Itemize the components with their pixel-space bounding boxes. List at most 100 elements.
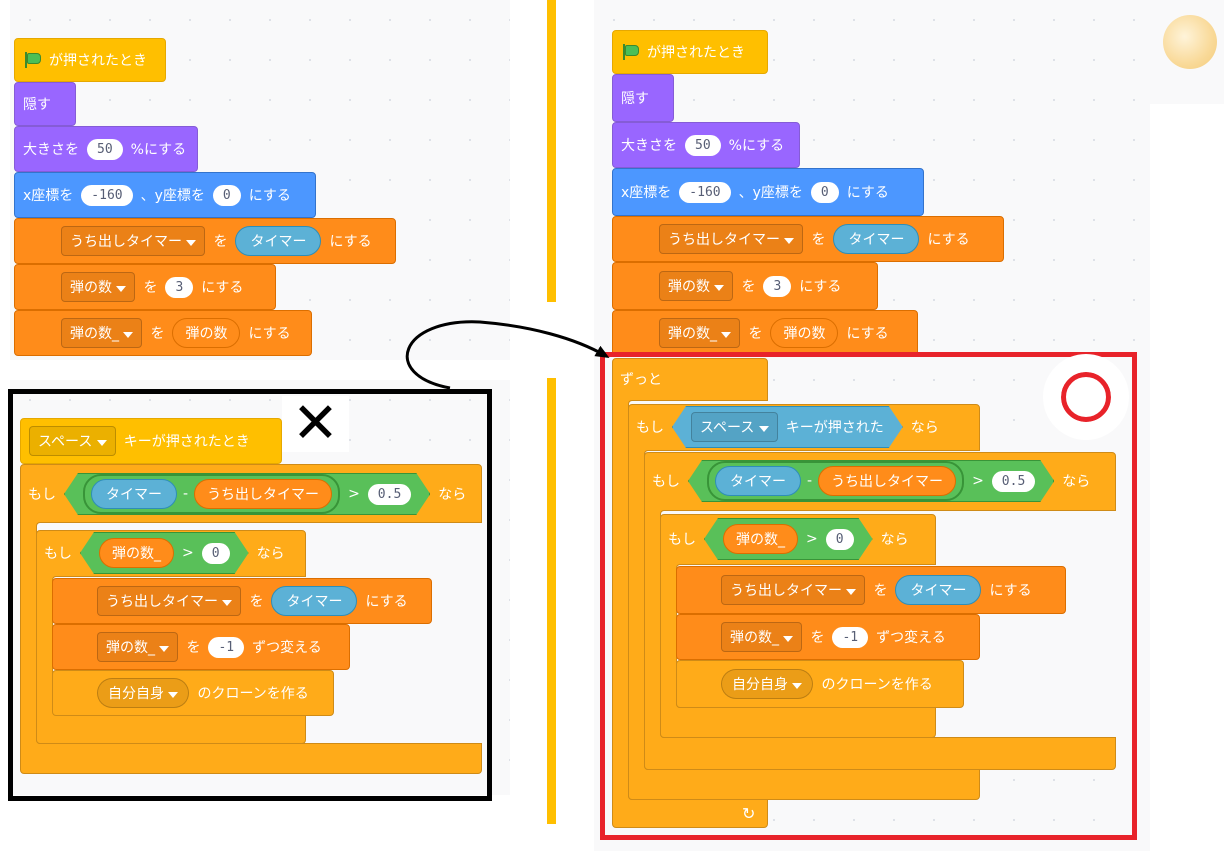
greater-than-operator[interactable]: 弾の数_ > 0 xyxy=(80,532,249,574)
to-label: を xyxy=(741,279,756,295)
size-input[interactable]: 50 xyxy=(685,134,721,156)
to-label: を xyxy=(810,630,825,646)
dropdown-arrow-icon xyxy=(116,286,127,292)
timer-reporter[interactable]: タイマー xyxy=(715,466,801,496)
left-set-ammo2-block[interactable]: 弾の数_ を 弾の数 にする xyxy=(14,310,312,356)
then-label: なら xyxy=(1062,474,1091,490)
minus-label: - xyxy=(183,486,189,502)
ammo2-var-dropdown[interactable]: 弾の数_ xyxy=(659,318,741,348)
x-label: x座標を xyxy=(23,188,74,204)
y-input[interactable]: 0 xyxy=(212,184,241,206)
ammo-var-dropdown[interactable]: 弾の数 xyxy=(61,272,136,302)
ammo-reporter[interactable]: 弾の数_ xyxy=(99,538,174,568)
left-set-timer-block[interactable]: うち出しタイマー を タイマー にする xyxy=(14,218,396,264)
right-forever-header[interactable]: ずっと xyxy=(612,358,768,400)
ammo-var-dropdown[interactable]: 弾の数 xyxy=(659,271,734,301)
to-label: を xyxy=(213,234,228,250)
threshold-input[interactable]: 0.5 xyxy=(368,484,411,505)
dropdown-arrow-icon xyxy=(792,683,803,689)
left-create-clone-block[interactable]: 自分自身 のクローンを作る xyxy=(52,670,334,716)
subtract-operator[interactable]: タイマー - うち出しタイマー xyxy=(83,474,340,514)
subtract-operator[interactable]: タイマー - うち出しタイマー xyxy=(707,461,964,501)
right-set-timer-inner-block[interactable]: うち出しタイマー を タイマー にする xyxy=(676,566,1066,614)
ammo-input[interactable]: 3 xyxy=(165,276,194,298)
right-when-flag-clicked-block[interactable]: が押されたとき xyxy=(612,11,768,74)
green-flag-icon xyxy=(621,44,639,60)
right-set-ammo2-block[interactable]: 弾の数_ を 弾の数 にする xyxy=(612,310,918,356)
ammo-reporter[interactable]: 弾の数 xyxy=(770,318,839,348)
timer-reporter[interactable]: タイマー xyxy=(91,479,177,509)
x-input[interactable]: -160 xyxy=(81,184,133,206)
left-when-key-pressed-block[interactable]: スペース キーが押されたとき xyxy=(20,399,282,464)
dropdown-arrow-icon xyxy=(784,238,795,244)
ammo-input[interactable]: 3 xyxy=(763,275,792,297)
key-pressed-condition[interactable]: スペース キーが押された xyxy=(672,406,903,448)
clone-target-dropdown[interactable]: 自分自身 xyxy=(97,678,190,708)
gt-label: > xyxy=(348,486,360,502)
right-if-key-header[interactable]: もし スペース キーが押された なら xyxy=(628,404,980,450)
right-hide-block[interactable]: 隠す xyxy=(612,74,674,122)
ammo2-var-dropdown[interactable]: 弾の数_ xyxy=(97,632,179,662)
clone-target-dropdown[interactable]: 自分自身 xyxy=(721,669,814,699)
timer-var-dropdown[interactable]: うち出しタイマー xyxy=(61,226,206,256)
timer-reporter[interactable]: タイマー xyxy=(895,575,982,605)
key-dropdown[interactable]: スペース xyxy=(691,412,778,442)
then-label: なら xyxy=(910,420,939,436)
if-label: もし xyxy=(44,546,72,562)
right-create-clone-block[interactable]: 自分自身 のクローンを作る xyxy=(676,660,964,708)
clone-label: のクローンを作る xyxy=(197,686,309,702)
left-hide-block[interactable]: 隠す xyxy=(14,82,76,126)
timer-reporter[interactable]: タイマー xyxy=(833,224,920,254)
gt-label: > xyxy=(972,473,984,489)
zero-input[interactable]: 0 xyxy=(202,543,230,564)
x-input[interactable]: -160 xyxy=(679,181,731,203)
greater-than-operator[interactable]: タイマー - うち出しタイマー > 0.5 xyxy=(64,473,430,515)
right-set-timer-block[interactable]: うち出しタイマー を タイマー にする xyxy=(612,216,1004,262)
greater-than-operator[interactable]: 弾の数_ > 0 xyxy=(704,518,873,560)
left-if1-header[interactable]: もし タイマー - うち出しタイマー > 0.5 なら xyxy=(20,470,482,518)
to-label: を xyxy=(150,326,165,342)
gt-label: > xyxy=(806,531,818,547)
size-input[interactable]: 50 xyxy=(87,138,123,160)
y-input[interactable]: 0 xyxy=(810,181,839,203)
size-label: 大きさを xyxy=(23,142,79,158)
greater-than-operator[interactable]: タイマー - うち出しタイマー > 0.5 xyxy=(688,460,1054,502)
shoot-timer-reporter[interactable]: うち出しタイマー xyxy=(194,479,332,509)
ammo-reporter[interactable]: 弾の数 xyxy=(172,318,241,348)
right-set-size-block[interactable]: 大きさを 50 %にする xyxy=(612,122,800,168)
dropdown-arrow-icon xyxy=(96,440,107,446)
left-change-ammo-block[interactable]: 弾の数_ を -1 ずつ変える xyxy=(52,624,350,670)
timer-reporter[interactable]: タイマー xyxy=(235,226,322,256)
right-if1-header[interactable]: もし タイマー - うち出しタイマー > 0.5 なら xyxy=(644,456,1116,506)
key-hat-label: キーが押されたとき xyxy=(123,434,250,450)
right-set-ammo-block[interactable]: 弾の数 を 3 にする xyxy=(612,262,878,310)
right-if2-header[interactable]: もし 弾の数_ > 0 なら xyxy=(660,516,936,562)
timer-var-dropdown[interactable]: うち出しタイマー xyxy=(659,224,804,254)
left-goto-xy-block[interactable]: x座標を -160 、y座標を 0 にする xyxy=(14,172,316,218)
to-label: を xyxy=(143,280,158,296)
left-set-ammo-block[interactable]: 弾の数 を 3 にする xyxy=(14,264,276,310)
left-if2-header[interactable]: もし 弾の数_ > 0 なら xyxy=(36,530,306,576)
ammo2-var-dropdown[interactable]: 弾の数_ xyxy=(721,622,803,652)
left-set-size-block[interactable]: 大きさを 50 %にする xyxy=(14,126,198,172)
right-change-ammo-block[interactable]: 弾の数_ を -1 ずつ変える xyxy=(676,614,980,660)
change-input[interactable]: -1 xyxy=(832,626,869,648)
zero-input[interactable]: 0 xyxy=(826,529,854,550)
left-set-timer-inner-block[interactable]: うち出しタイマー を タイマー にする xyxy=(52,578,432,624)
threshold-input[interactable]: 0.5 xyxy=(992,471,1035,492)
ammo-reporter[interactable]: 弾の数_ xyxy=(723,524,798,554)
shoot-timer-reporter[interactable]: うち出しタイマー xyxy=(818,466,956,496)
change-input[interactable]: -1 xyxy=(208,636,245,658)
timer-var-dropdown[interactable]: うち出しタイマー xyxy=(97,586,242,616)
key-dropdown[interactable]: スペース xyxy=(29,426,116,456)
gt-label: > xyxy=(182,545,194,561)
dropdown-arrow-icon xyxy=(159,646,170,652)
goto-suffix: にする xyxy=(846,185,889,201)
timer-var-dropdown[interactable]: うち出しタイマー xyxy=(721,575,866,605)
timer-reporter[interactable]: タイマー xyxy=(271,586,358,616)
ammo2-var-dropdown[interactable]: 弾の数_ xyxy=(61,318,143,348)
right-goto-xy-block[interactable]: x座標を -160 、y座標を 0 にする xyxy=(612,168,924,216)
sprite-ball-icon[interactable] xyxy=(1163,15,1217,69)
dropdown-arrow-icon xyxy=(222,600,233,606)
